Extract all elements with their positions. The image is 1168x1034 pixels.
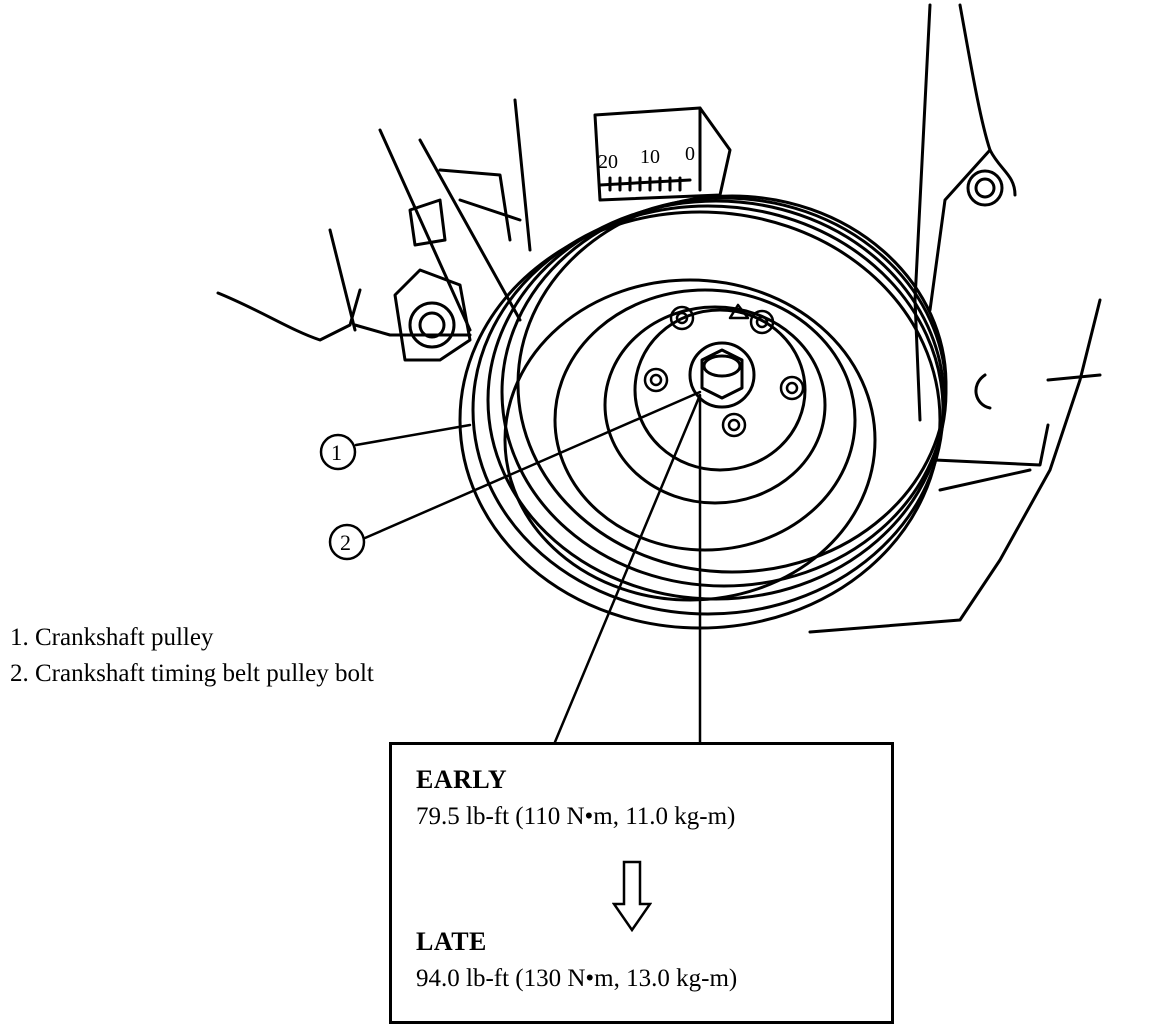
scale-label-20: 20 xyxy=(598,151,618,173)
scale-label-10: 10 xyxy=(640,146,660,168)
timing-scale: 20 10 0 xyxy=(593,106,732,202)
legend-item-1: 1. Crankshaft pulley xyxy=(10,624,214,651)
legend-item-2: 2. Crankshaft timing belt pulley bolt xyxy=(10,660,374,687)
down-arrow-icon xyxy=(612,860,652,932)
late-torque-value: 94.0 lb-ft (130 N•m, 13.0 kg-m) xyxy=(416,965,738,992)
callout-leaders xyxy=(354,390,702,744)
parts-legend: 1. Crankshaft pulley 2. Crankshaft timin… xyxy=(10,620,374,692)
late-title: LATE xyxy=(416,927,487,956)
callout-1: 1 xyxy=(319,433,357,471)
callout-2: 2 xyxy=(328,523,366,561)
svg-text:2: 2 xyxy=(340,530,351,555)
engine-mount-bolt xyxy=(966,169,1004,207)
early-title: EARLY xyxy=(416,765,508,794)
engine-block-outline xyxy=(216,3,1102,634)
pulley-hub-bolts xyxy=(643,303,805,438)
scale-label-0: 0 xyxy=(685,143,695,165)
svg-text:1: 1 xyxy=(331,440,342,465)
torque-spec-box: EARLY 79.5 lb-ft (110 N•m, 11.0 kg-m) LA… xyxy=(389,742,894,1024)
tensioner-bracket xyxy=(393,198,472,362)
crankshaft-pulley xyxy=(458,194,948,630)
center-bolt xyxy=(688,341,756,409)
early-torque-value: 79.5 lb-ft (110 N•m, 11.0 kg-m) xyxy=(416,803,736,830)
